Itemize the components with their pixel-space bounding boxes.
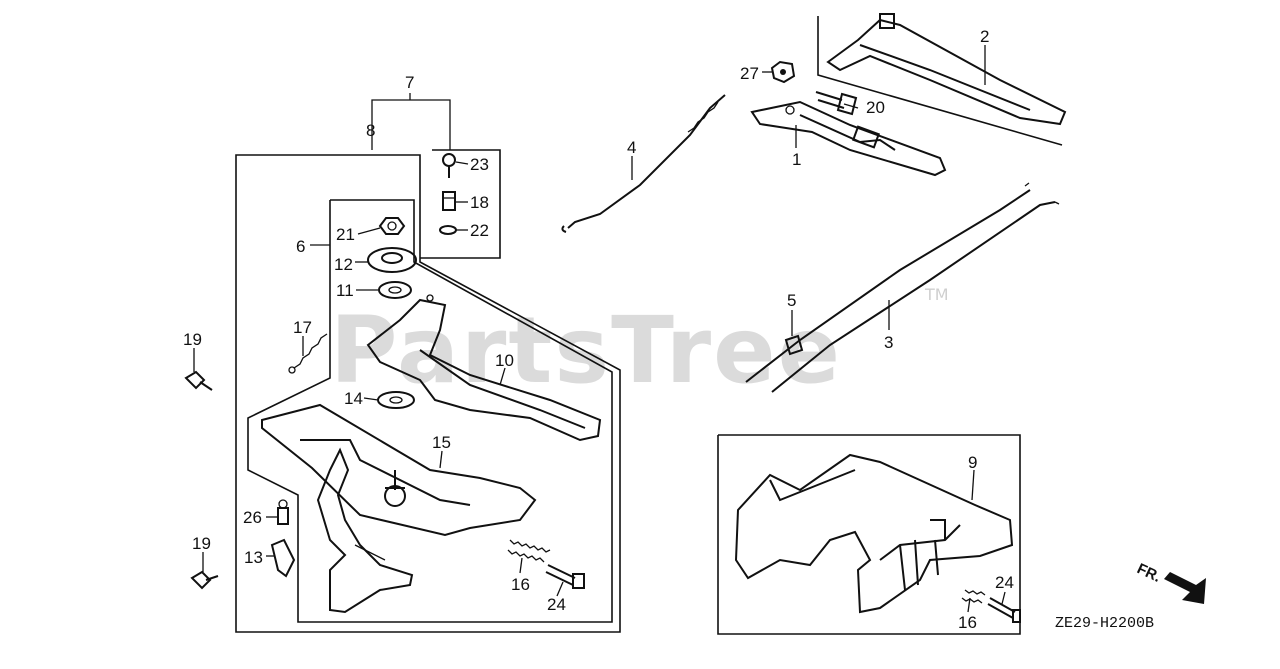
part-22-washer: [439, 225, 457, 235]
callout-9: 9: [968, 453, 977, 472]
part-24-bolt-right: [987, 597, 1021, 623]
callout-11: 11: [336, 281, 354, 300]
group-9-box: [717, 434, 1021, 635]
part-1-lever: [750, 100, 947, 177]
part-3-rod: [745, 182, 1060, 393]
part-26-fitting: [277, 499, 289, 525]
callout-3: 3: [884, 333, 893, 352]
callout-16-center: 16: [511, 575, 530, 594]
part-16-spring-center: [507, 539, 551, 563]
callout-15: 15: [432, 433, 451, 452]
callout-6: 6: [296, 237, 305, 256]
part-15-lower-bracket: [316, 447, 414, 614]
part-15-plate: [261, 403, 537, 537]
callout-21: 21: [336, 225, 355, 244]
callout-1: 1: [792, 150, 801, 169]
callout-27: 27: [740, 64, 759, 83]
part-10-arm: [366, 294, 602, 442]
callout-13: 13: [244, 548, 263, 567]
part-2-arm: [826, 13, 1067, 126]
callout-7: 7: [405, 73, 414, 92]
diagram-code: ZE29-H2200B: [1055, 615, 1154, 632]
part-12-plate: [367, 247, 417, 273]
callout-5: 5: [787, 291, 796, 310]
part-16-spring-right: [961, 589, 986, 604]
group-7-bracket: [371, 99, 451, 150]
group-8-box: [235, 154, 621, 633]
part-13-clip: [270, 538, 296, 578]
callout-19-upper: 19: [183, 330, 202, 349]
callout-24-center: 24: [547, 595, 566, 614]
callout-14: 14: [344, 389, 363, 408]
callout-20: 20: [866, 98, 885, 117]
part-19-bolt-upper: [184, 370, 213, 391]
front-direction-arrow: FR.: [1134, 560, 1206, 604]
part-21-nut: [378, 217, 406, 235]
part-11-washer: [378, 281, 412, 299]
part-24-bolt-center: [545, 564, 585, 589]
part-4-spring-rod: [561, 94, 726, 233]
callout-2: 2: [980, 27, 989, 46]
part-9-cover: [734, 453, 1014, 614]
leader-lines: [193, 45, 1006, 613]
callout-23: 23: [470, 155, 489, 174]
callout-24-right: 24: [995, 573, 1014, 592]
callout-8: 8: [366, 121, 375, 140]
callout-22: 22: [470, 221, 489, 240]
group-2-frame: [817, 16, 1063, 146]
part-18-fitting: [442, 191, 456, 211]
front-direction-label: FR.: [1134, 560, 1163, 586]
callout-16-right: 16: [958, 613, 977, 632]
part-23-bolt: [442, 153, 456, 178]
part-27-nut: [770, 60, 796, 84]
group-23-box: [420, 149, 501, 259]
part-20-bolt: [815, 91, 858, 116]
part-5-clip: [784, 334, 804, 356]
callout-4: 4: [627, 138, 636, 157]
callout-26: 26: [243, 508, 262, 527]
callout-12: 12: [334, 255, 353, 274]
group-6-box: [247, 199, 613, 623]
callout-17: 17: [293, 318, 312, 337]
watermark-tm: TM: [924, 285, 949, 304]
part-19-bolt-lower: [190, 570, 219, 590]
callout-19-lower: 19: [192, 534, 211, 553]
callout-10: 10: [495, 351, 514, 370]
part-17-spring: [288, 333, 328, 374]
callout-18: 18: [470, 193, 489, 212]
